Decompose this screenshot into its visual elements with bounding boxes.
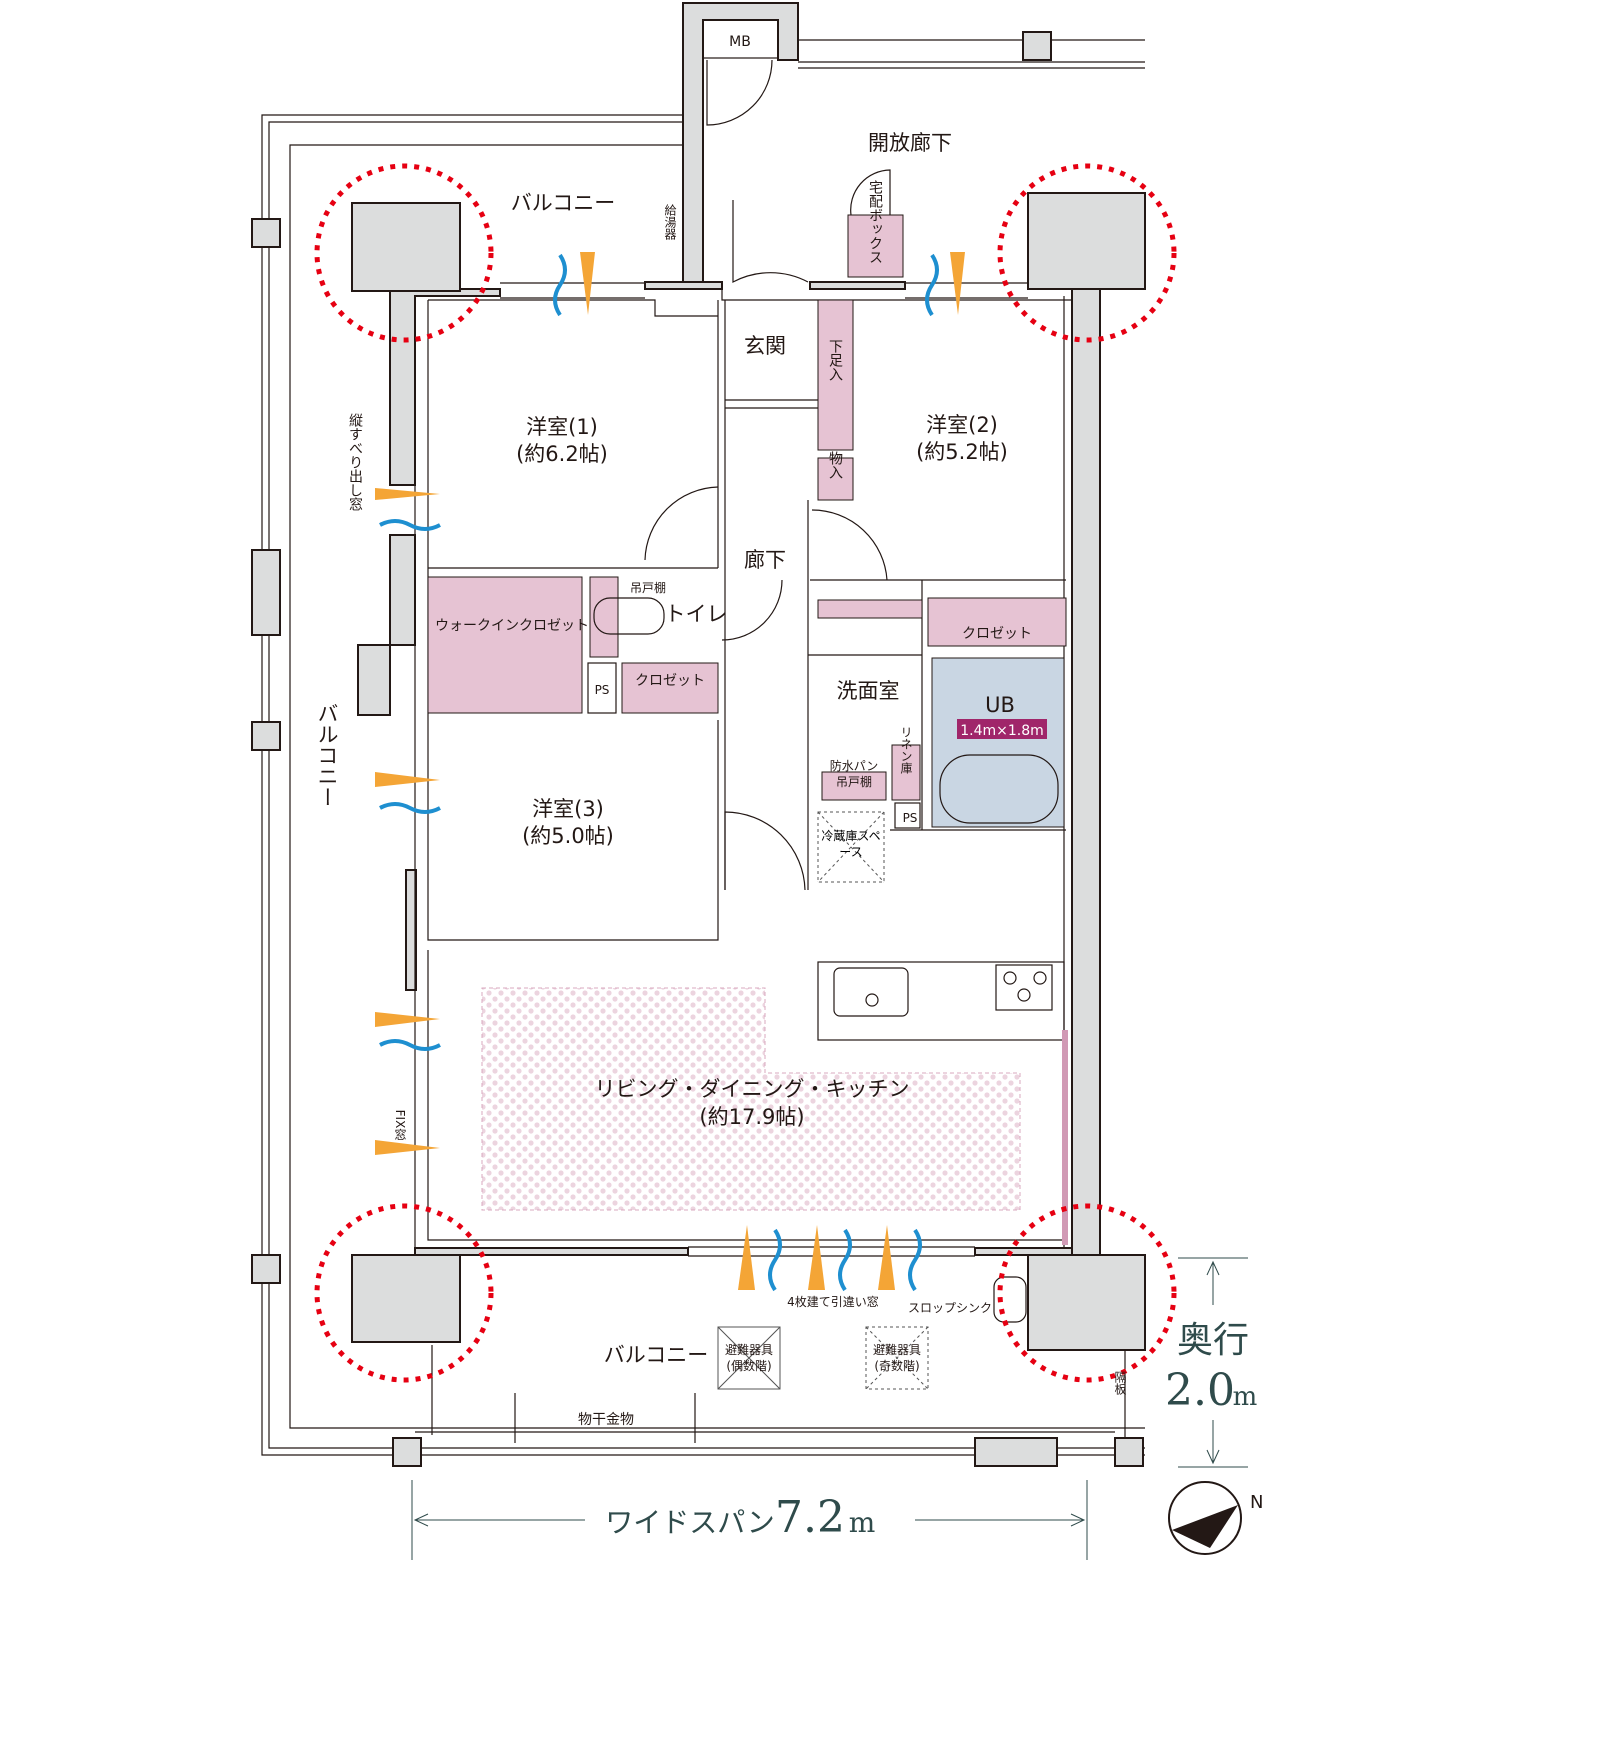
- column-highlights: [314, 163, 1177, 1383]
- ub-size-label: 1.4m×1.8m: [960, 723, 1044, 739]
- waterproof-pan-label: 防水パン: [830, 758, 879, 773]
- span-label: ワイドスパン: [605, 1506, 774, 1539]
- bedroom3-name: 洋室(3): [532, 797, 604, 821]
- ub-size-badge: [957, 719, 1047, 739]
- closets: [427, 214, 1067, 883]
- toilet-label: トイレ: [665, 602, 728, 626]
- evac-odd-name: 避難器具: [873, 1342, 921, 1357]
- balcony-bottom-label: バルコニー: [604, 1343, 709, 1367]
- mb-label: MB: [729, 34, 751, 50]
- depth-value: 2.0: [1165, 1365, 1235, 1416]
- bedroom3-size: (約5.0帖): [522, 824, 614, 848]
- slop-sink-label: スロップシンク: [908, 1301, 992, 1315]
- walk-in-closet-label: ウォークインクロゼット: [435, 618, 589, 634]
- ventilation-arrows: [375, 252, 965, 1292]
- bedroom1-name: 洋室(1): [526, 415, 598, 439]
- fix-window-label: FIX窓: [393, 1110, 407, 1141]
- span-dimension: ワイドスパン 7.2 m: [411, 1480, 1088, 1560]
- vertical-window-label: 縦すべり出し窓: [347, 413, 363, 511]
- evacuation-hatches: [415, 1276, 1126, 1443]
- balcony-rail: [251, 31, 1145, 1467]
- fridge-space: 冷蔵庫スペース: [821, 829, 881, 859]
- shoe-closet-label: 下足入: [827, 339, 843, 381]
- storage-label: 物入: [827, 451, 843, 479]
- evac-even-name: 避難器具: [725, 1342, 773, 1357]
- sliding-window-label: 4枚建て引違い窓: [787, 1294, 879, 1309]
- open-corridor-label: 開放廊下: [868, 131, 952, 155]
- wash-shelf-label: 吊戸棚: [836, 774, 872, 789]
- washroom-label: 洗面室: [837, 679, 900, 703]
- compass-icon: N: [1168, 1481, 1263, 1555]
- span-value: 7.2: [775, 1492, 845, 1543]
- bedroom2-size: (約5.2帖): [916, 440, 1008, 464]
- exterior-walls: [351, 192, 1146, 1351]
- ps-label-2: PS: [903, 811, 918, 825]
- balcony-top-label: バルコニー: [511, 191, 616, 215]
- ps-label-1: PS: [595, 683, 610, 697]
- delivery-box-label: 宅配ボックス: [867, 180, 883, 264]
- mb-block: MB: [682, 2, 799, 286]
- depth-dimension: 奥行 2.0 m: [1165, 1257, 1258, 1468]
- bedroom1-size: (約6.2帖): [516, 442, 608, 466]
- partition-label: 隔板: [1113, 1371, 1127, 1396]
- span-unit: m: [849, 1506, 876, 1539]
- linen-label: リネン庫: [899, 726, 913, 775]
- ldk-floor-area: [481, 987, 1021, 1211]
- depth-label: 奥行: [1177, 1320, 1249, 1361]
- fridge-label: 冷蔵庫スペース: [821, 829, 881, 859]
- compass-north-label: N: [1250, 1492, 1263, 1513]
- ldk-size: (約17.9帖): [699, 1105, 804, 1129]
- entrance-label: 玄関: [744, 334, 786, 358]
- ub-label: UB: [985, 693, 1015, 717]
- bedroom2-name: 洋室(2): [926, 413, 998, 437]
- evac-even-note: (偶数階): [726, 1358, 771, 1373]
- evac-odd-note: (奇数階): [874, 1358, 919, 1373]
- toilet-shelf-label: 吊戸棚: [630, 580, 666, 595]
- depth-unit: m: [1233, 1382, 1258, 1412]
- drying-hardware-label: 物干金物: [578, 1412, 634, 1428]
- closet-label-1: クロゼット: [635, 673, 705, 689]
- interior-walls: [427, 169, 1068, 1245]
- closet-label-2: クロゼット: [962, 626, 1032, 642]
- hallway-label: 廊下: [744, 548, 786, 572]
- balcony-left-label: バルコニー: [315, 703, 339, 808]
- ldk-name: リビング・ダイニング・キッチン: [595, 1077, 910, 1101]
- water-heater-label: 給湯器: [663, 204, 677, 241]
